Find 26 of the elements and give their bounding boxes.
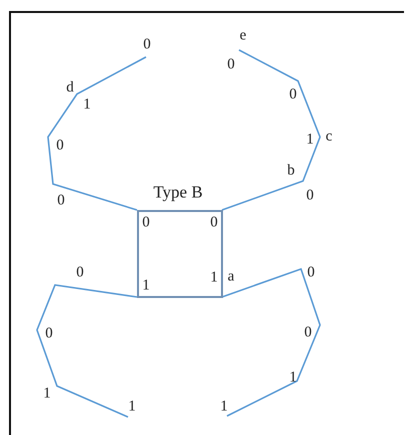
vertex-label: 0	[307, 266, 315, 280]
vertex-label: 0	[289, 88, 297, 102]
vertex-label: 1	[83, 98, 91, 112]
vertex-label: e	[240, 28, 246, 44]
vertex-label: b	[287, 164, 295, 178]
vertex-label: 0	[143, 38, 151, 52]
vertex-label: 1	[220, 400, 228, 414]
vertex-label: 1	[128, 400, 136, 414]
vertex-label: a	[228, 270, 234, 284]
corner-label: 0	[210, 216, 218, 230]
vertex-label: d	[66, 80, 74, 96]
vertex-label: 0	[306, 188, 314, 204]
vertex-label: 1	[43, 386, 51, 402]
vertex-label: 0	[76, 266, 84, 280]
vertex-label: c	[326, 130, 332, 144]
corner-label: 1	[142, 278, 150, 294]
node-title: Type B	[153, 184, 203, 200]
vertex-label: 0	[304, 326, 312, 340]
vertex-label: 0	[56, 138, 64, 154]
corner-label: 1	[210, 270, 218, 286]
vertex-label: 0	[227, 58, 235, 72]
vertex-label: 1	[306, 132, 314, 148]
corner-label: 0	[142, 216, 150, 230]
vertex-label: 0	[45, 326, 53, 342]
vertex-label: 0	[57, 194, 65, 208]
vertex-label: 1	[289, 370, 297, 386]
